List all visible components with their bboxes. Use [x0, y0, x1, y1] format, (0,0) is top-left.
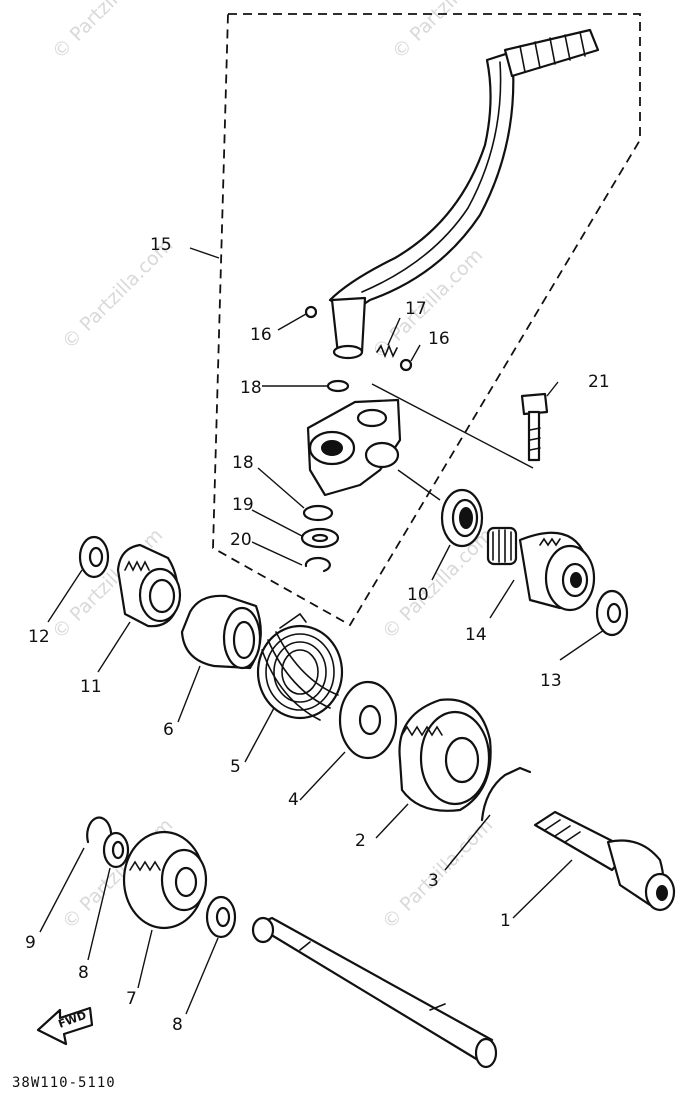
- o-ring-18-top: [326, 379, 350, 393]
- callout-2: 2: [355, 831, 366, 851]
- washer-12-hole: [88, 546, 104, 568]
- callout-16a: 16: [250, 325, 272, 345]
- callout-3: 3: [428, 871, 439, 891]
- bolt-21: [520, 392, 549, 462]
- callout-16b: 16: [428, 329, 450, 349]
- callout-18a: 18: [240, 378, 262, 398]
- oil-seal-10: [440, 488, 484, 548]
- watermark-2: © Partzilla.com: [388, 0, 507, 64]
- callout-13: 13: [540, 671, 562, 691]
- kick-crank-grip: [503, 28, 600, 78]
- watermark-1: © Partzilla.com: [48, 0, 167, 64]
- callout-8a: 8: [78, 963, 89, 983]
- callout-6: 6: [163, 720, 174, 740]
- ball-16b: [399, 358, 413, 372]
- washer-8-bottom-hole: [215, 906, 231, 928]
- callout-4: 4: [288, 790, 299, 810]
- callout-10: 10: [407, 585, 429, 605]
- long-shaft: [251, 916, 498, 1069]
- gear-11: [116, 543, 182, 628]
- callout-7: 7: [126, 989, 137, 1009]
- bolt-21-axis-line: [371, 383, 534, 469]
- seal-axis-line: [397, 469, 441, 501]
- callout-18b: 18: [232, 453, 254, 473]
- washer-8-top-hole: [111, 840, 125, 860]
- callout-12: 12: [28, 627, 50, 647]
- kick-crank: [328, 28, 600, 360]
- spring-5: [256, 612, 344, 721]
- kick-shaft-1: [533, 810, 676, 912]
- leader-lines: [39, 247, 605, 1015]
- o-ring-18-bottom: [302, 504, 334, 522]
- callout-17: 17: [405, 299, 427, 319]
- callout-15: 15: [150, 235, 172, 255]
- washer-4-hole: [358, 704, 382, 736]
- circlip-20: [304, 556, 331, 573]
- ratchet-gear-2: [398, 698, 492, 812]
- kick-gear-14: [486, 526, 596, 612]
- callout-5: 5: [230, 757, 241, 777]
- kick-boss: [306, 398, 402, 497]
- gear-7: [122, 830, 208, 930]
- collar-6: [180, 594, 262, 670]
- callout-14: 14: [465, 625, 487, 645]
- callout-1: 1: [500, 911, 511, 931]
- fwd-arrow-icon: FWD: [36, 1006, 94, 1046]
- callout-11: 11: [80, 677, 102, 697]
- ball-16a: [304, 305, 318, 319]
- washer-13-hole: [606, 602, 622, 624]
- callouts: 15 16 17 16 18 21 18 19 20 10 14 13 12 1…: [25, 235, 610, 1035]
- clip-3: [480, 766, 532, 822]
- callout-9: 9: [25, 933, 36, 953]
- callout-20: 20: [230, 530, 252, 550]
- washer-19-hole: [311, 533, 329, 543]
- callout-8b: 8: [172, 1015, 183, 1035]
- spring-17: [376, 343, 398, 359]
- callout-19: 19: [232, 495, 254, 515]
- diagram-code: 38W110-5110: [12, 1075, 116, 1091]
- callout-21: 21: [588, 372, 610, 392]
